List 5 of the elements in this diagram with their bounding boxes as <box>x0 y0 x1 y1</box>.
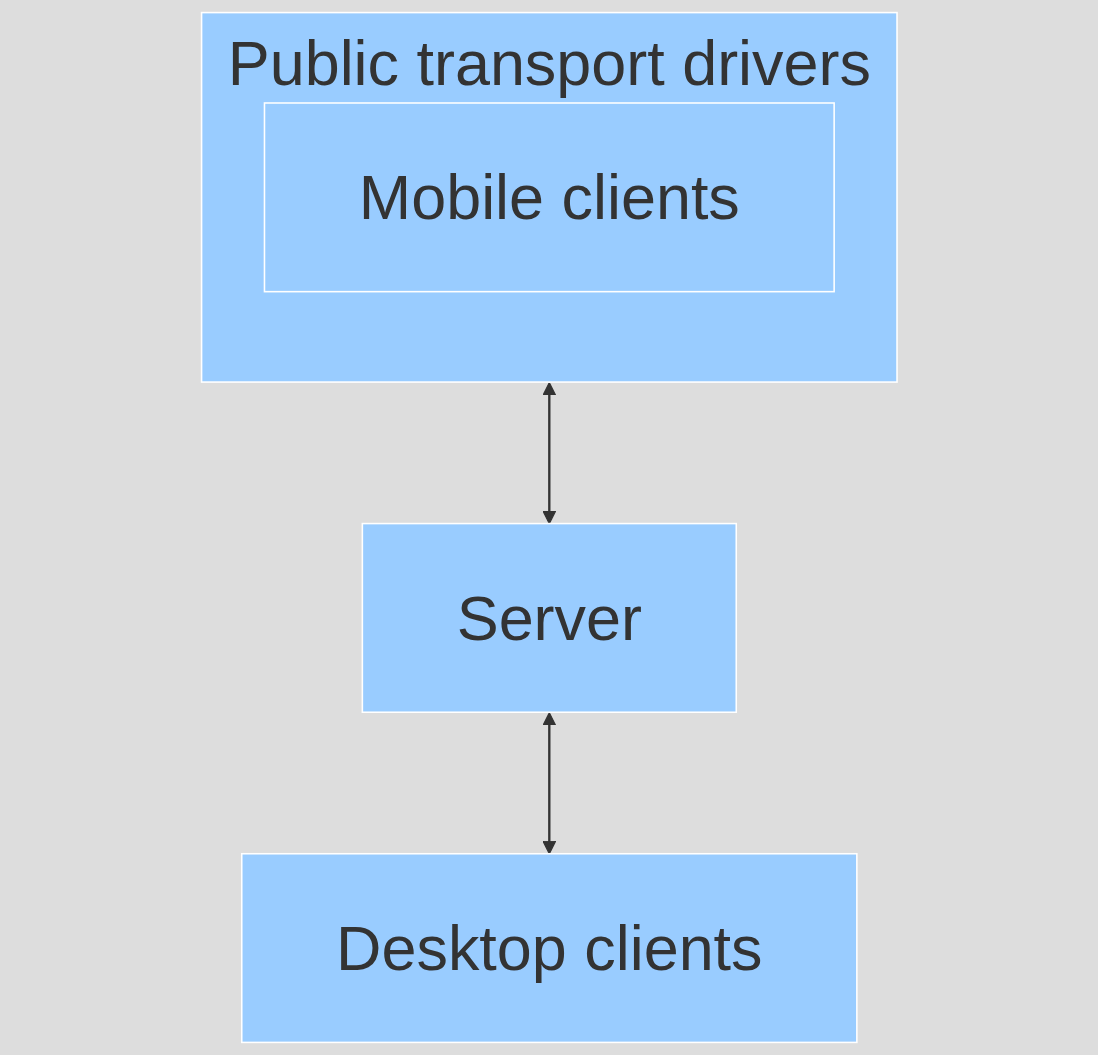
arrow <box>542 712 556 855</box>
node-box: Mobile clients <box>263 102 835 293</box>
arrow <box>542 382 556 525</box>
node-box: Desktop clients <box>240 852 858 1044</box>
node-box: Server <box>361 522 737 714</box>
